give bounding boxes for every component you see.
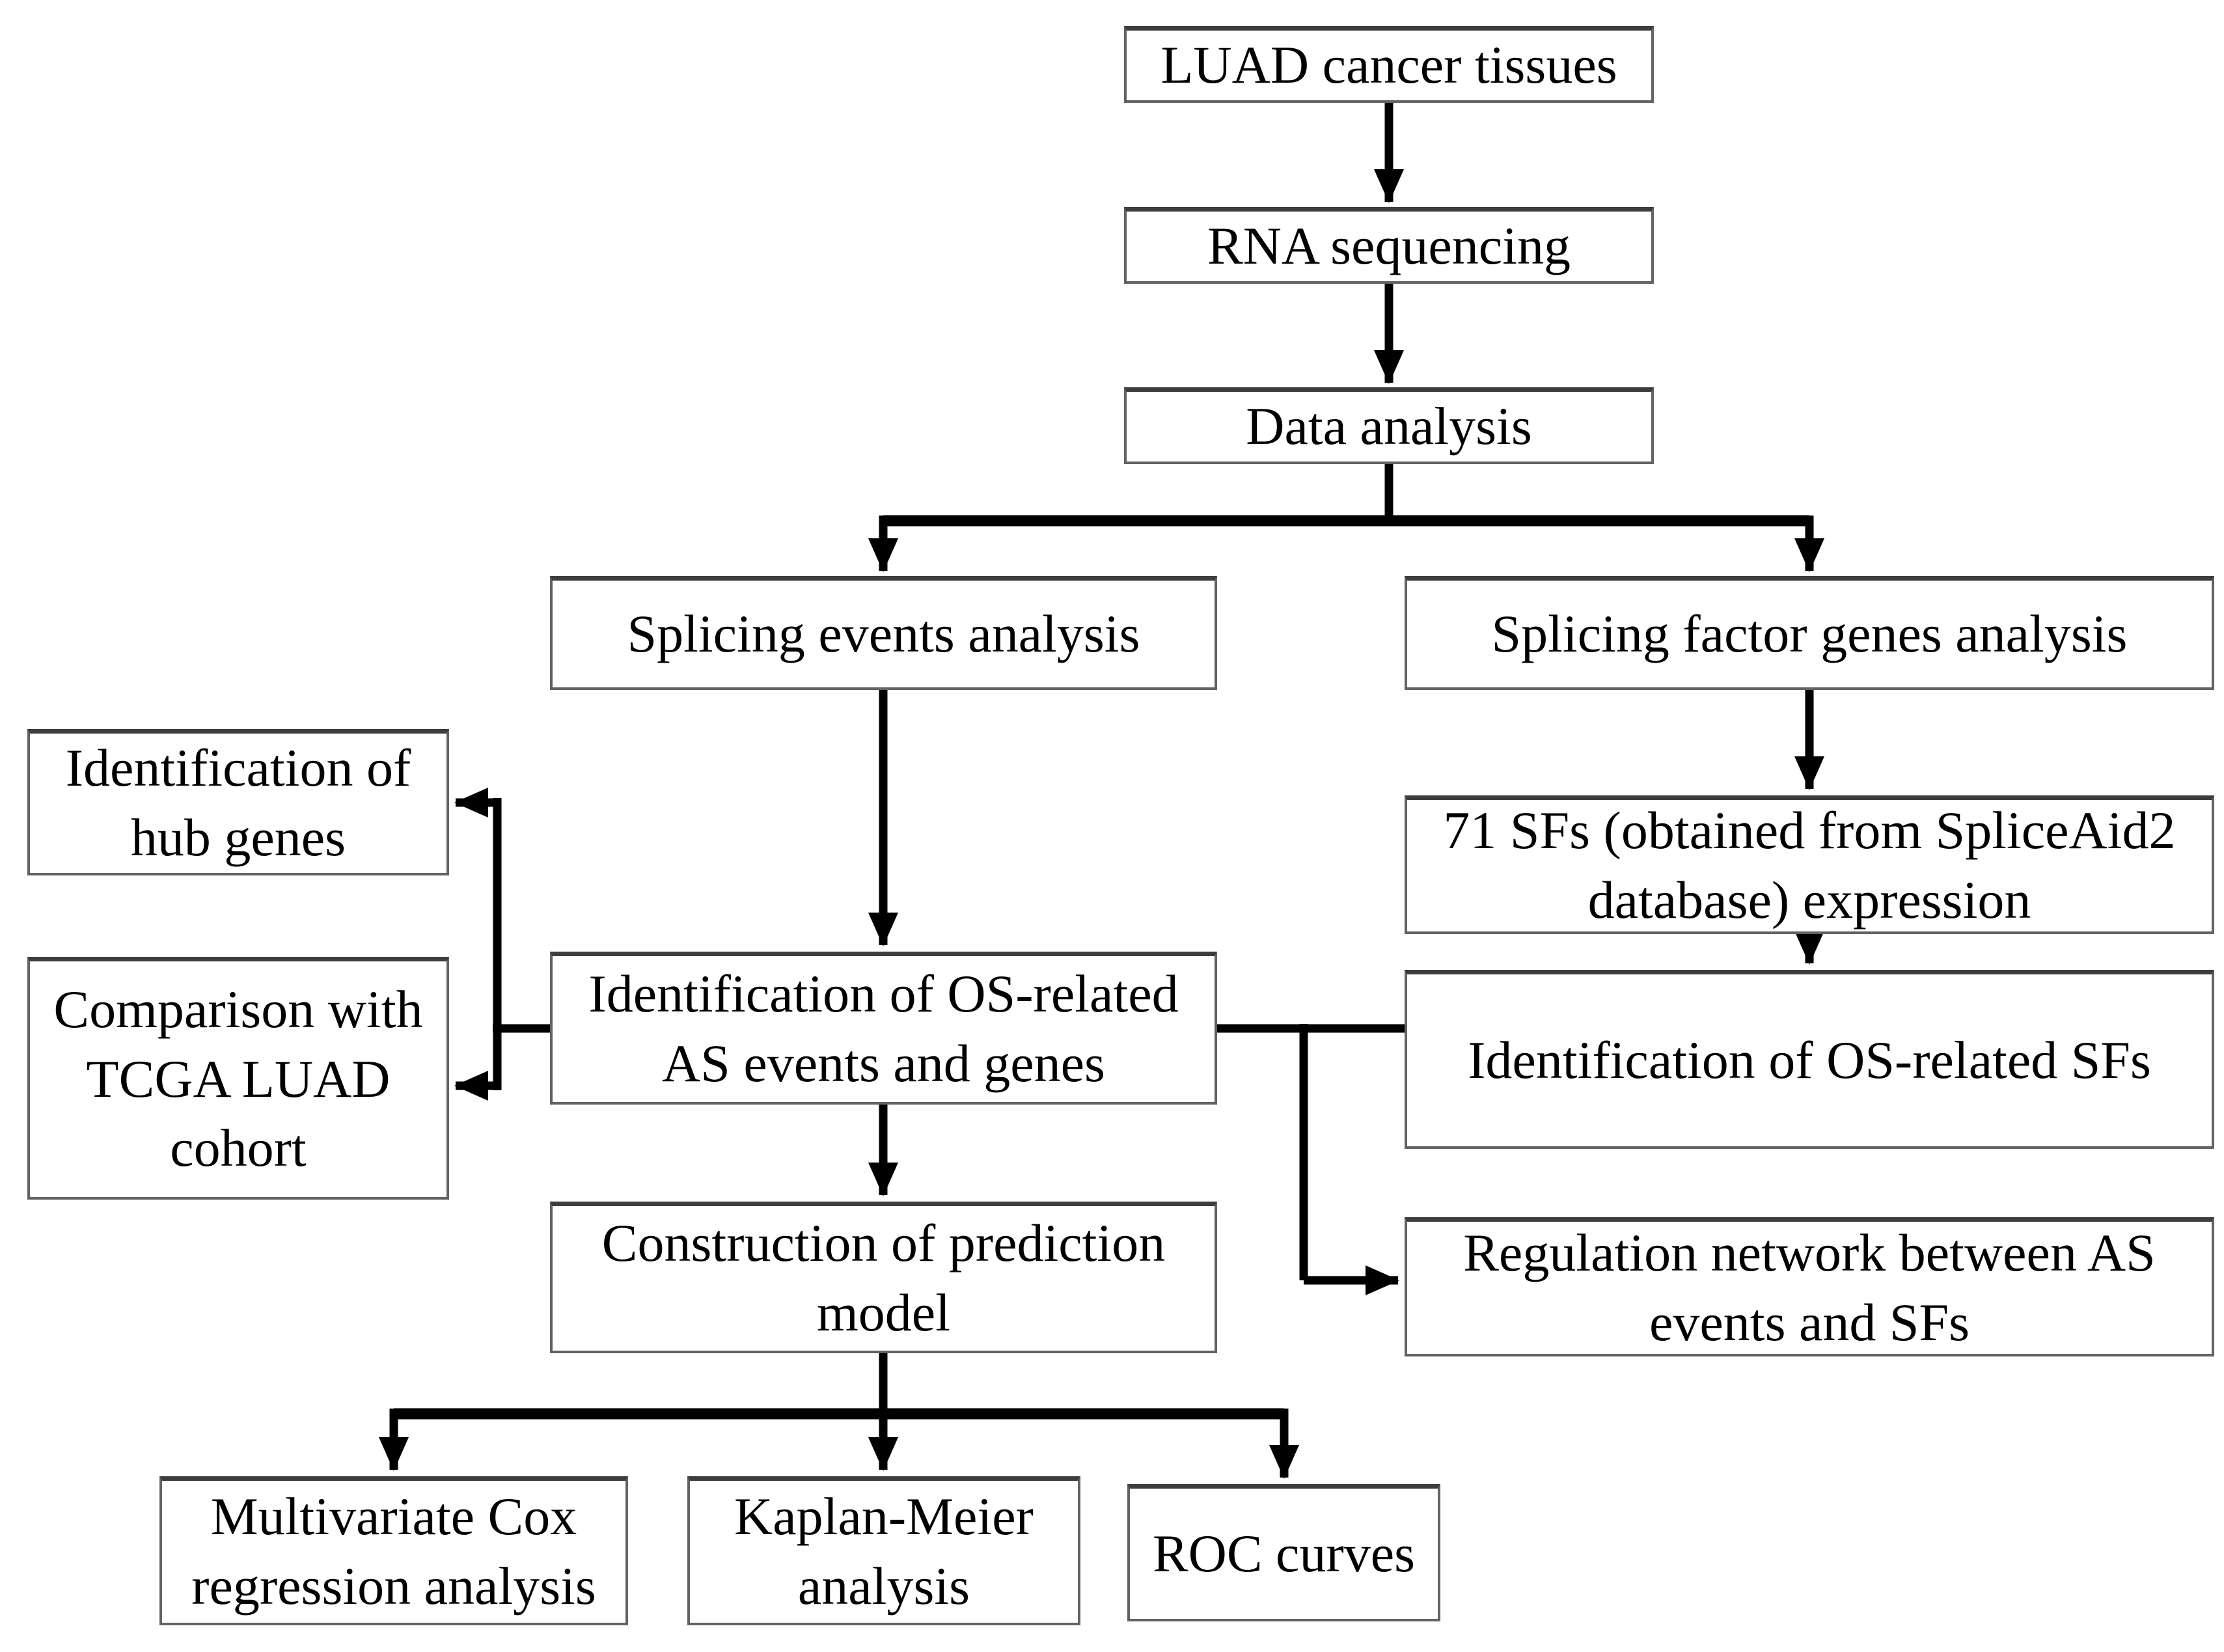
node-regulation-network-as-sfs: Regulation network between AS events and… (1405, 1217, 2214, 1356)
node-identification-os-related-sfs: Identification of OS-related SFs (1405, 970, 2214, 1149)
node-data-analysis: Data analysis (1124, 387, 1654, 464)
node-luad-cancer-tissues: LUAD cancer tissues (1124, 26, 1654, 103)
node-roc-curves: ROC curves (1127, 1484, 1440, 1621)
node-construction-prediction-model: Construction of prediction model (550, 1202, 1217, 1353)
node-multivariate-cox-regression: Multivariate Cox regression analysis (159, 1476, 628, 1625)
node-71-sfs-spliceaid2-expression: 71 SFs (obtained from SpliceAid2 databas… (1405, 795, 2214, 934)
node-kaplan-meier-analysis: Kaplan-Meier analysis (687, 1476, 1080, 1625)
node-identification-of-hub-genes: Identification of hub genes (27, 729, 449, 875)
node-splicing-events-analysis: Splicing events analysis (550, 576, 1217, 690)
node-rna-sequencing: RNA sequencing (1124, 207, 1654, 284)
node-splicing-factor-genes-analysis: Splicing factor genes analysis (1405, 576, 2214, 690)
node-comparison-tcga-luad-cohort: Comparison with TCGA LUAD cohort (27, 957, 449, 1200)
node-identification-os-related-as-events: Identification of OS-related AS events a… (550, 952, 1217, 1105)
